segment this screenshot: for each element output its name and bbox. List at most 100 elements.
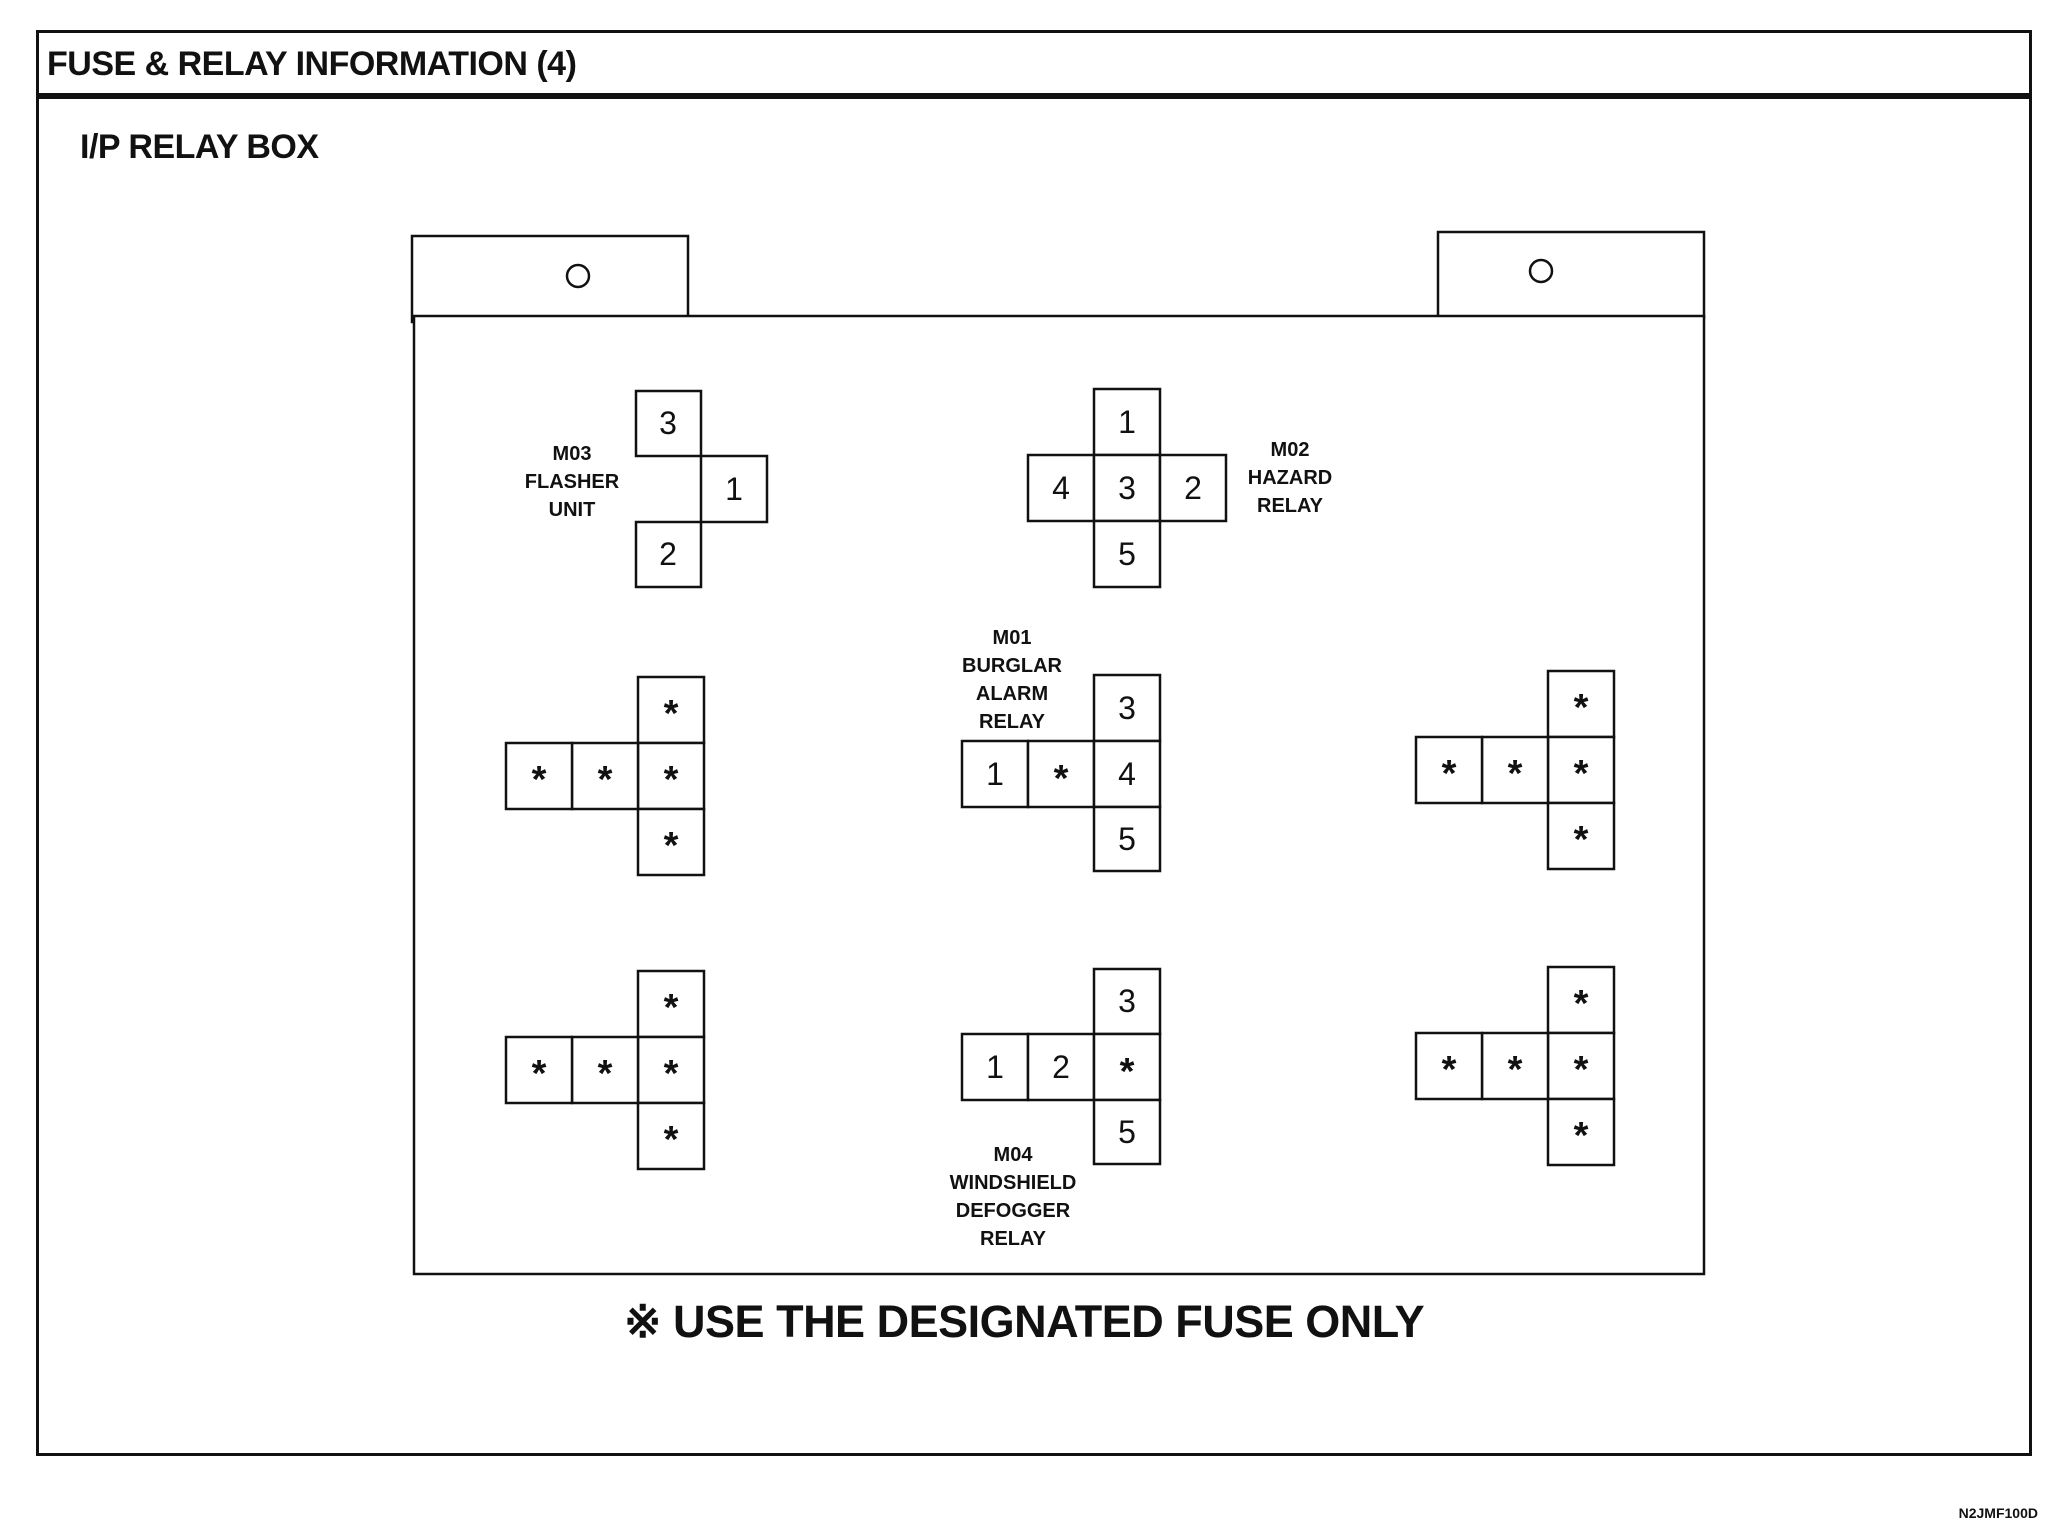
relay-name: UNIT — [549, 499, 596, 521]
terminal-box — [1092, 519, 1162, 589]
spare-relay-slot: * * * * * — [1414, 965, 1616, 1167]
terminal-box — [1414, 735, 1484, 805]
image-code: N2JMF100D — [1958, 1505, 2038, 1521]
terminal-box — [1092, 805, 1162, 873]
relay-m04-windshield-defogger-relay: 3 1 2 * 5 M04 WINDSHIELD DEFOGGER RELAY — [950, 967, 1162, 1250]
fuse-warning-note: ※ USE THE DESIGNATED FUSE ONLY — [0, 1295, 2048, 1348]
spare-terminal-mark: * — [1442, 753, 1457, 795]
relay-name: DEFOGGER — [956, 1200, 1071, 1222]
relay-code: M01 — [993, 627, 1032, 649]
spare-terminal-mark: * — [1508, 1049, 1523, 1091]
terminal-number: 3 — [1118, 470, 1136, 506]
spare-terminal-mark: * — [532, 759, 547, 801]
terminal-number: 2 — [659, 536, 677, 572]
spare-terminal-mark: * — [532, 1053, 547, 1095]
terminal-box — [1092, 739, 1162, 809]
terminal-box — [636, 969, 706, 1039]
terminal-box — [960, 1032, 1030, 1102]
terminal-number: 4 — [1118, 756, 1136, 792]
relay-name: RELAY — [979, 711, 1046, 733]
spare-terminal-mark: * — [1508, 753, 1523, 795]
terminal-number: 3 — [1118, 983, 1136, 1019]
relay-name: RELAY — [980, 1228, 1047, 1250]
mounting-tab-left — [410, 234, 690, 324]
terminal-box — [1026, 453, 1096, 523]
spare-terminal-mark: * — [1574, 983, 1589, 1025]
terminal-box — [1158, 453, 1228, 523]
page-title: FUSE & RELAY INFORMATION (4) — [47, 45, 577, 83]
relay-name: WINDSHIELD — [950, 1172, 1077, 1194]
spare-terminal-mark: * — [664, 1053, 679, 1095]
spare-relay-slot: ***** — [504, 675, 706, 877]
reference-mark-icon: ※ — [623, 1296, 662, 1347]
relay-m01-burglar-alarm-relay: 3 1 * 4 5 M01 BURGLAR ALARM RELAY — [960, 627, 1162, 873]
terminal-box — [699, 454, 769, 524]
relay-m02-hazard-relay: 1 4 3 2 5 M02 HAZARD RELAY — [1026, 387, 1332, 589]
header-bar: FUSE & RELAY INFORMATION (4) — [39, 33, 2029, 99]
relay-code: M04 — [994, 1144, 1034, 1166]
section-title: I/P RELAY BOX — [80, 128, 319, 166]
terminal-box — [1092, 453, 1162, 523]
terminal-box — [1480, 735, 1550, 805]
terminal-box — [1092, 673, 1162, 743]
terminal-number: 1 — [725, 471, 743, 507]
page-frame: FUSE & RELAY INFORMATION (4) — [36, 30, 2032, 1456]
spare-relay-slot: * * * * * — [504, 969, 706, 1171]
terminal-number: * — [1054, 758, 1069, 800]
terminal-box — [636, 741, 706, 811]
terminal-box — [570, 1035, 640, 1105]
spare-relay-slots: * * * * * * * * * * * * * * * * * * * * — [504, 669, 1616, 1171]
spare-terminal-mark: * — [1574, 1115, 1589, 1157]
relay-code: M02 — [1271, 439, 1310, 461]
spare-terminal-mark: * — [664, 759, 679, 801]
terminal-number: * — [1120, 1051, 1135, 1093]
relay-m03-flasher-unit: 3 1 2 M03 FLASHER UNIT — [525, 389, 769, 589]
terminal-box — [636, 675, 706, 745]
spare-terminal-mark: * — [664, 1119, 679, 1161]
terminal-box — [1414, 1031, 1484, 1101]
spare-terminal-mark: * — [664, 825, 679, 867]
mounting-hole-right-icon — [1528, 258, 1554, 284]
terminal-box — [1546, 801, 1616, 871]
terminal-number: 2 — [1184, 470, 1202, 506]
relay-name: HAZARD — [1248, 467, 1332, 489]
relay-name: ALARM — [976, 683, 1048, 705]
terminal-box — [570, 741, 640, 811]
terminal-box — [504, 1035, 574, 1105]
terminal-box — [1092, 1098, 1162, 1166]
terminal-box — [636, 807, 706, 877]
terminal-number: 5 — [1118, 536, 1136, 572]
terminal-number: 5 — [1118, 1114, 1136, 1150]
spare-terminal-mark: * — [1574, 1049, 1589, 1091]
terminal-number: 2 — [1052, 1049, 1070, 1085]
relay-name: FLASHER — [525, 471, 620, 493]
terminal-number: 3 — [659, 405, 677, 441]
terminal-number: 4 — [1052, 470, 1070, 506]
terminal-box — [504, 741, 574, 811]
spare-terminal-mark: * — [1442, 1049, 1457, 1091]
note-text: USE THE DESIGNATED FUSE ONLY — [673, 1296, 1425, 1347]
terminal-number: 1 — [1118, 404, 1136, 440]
terminal-number: 1 — [986, 756, 1004, 792]
spare-terminal-mark: * — [1574, 687, 1589, 729]
spare-terminal-mark: * — [1574, 819, 1589, 861]
terminal-number: 3 — [1118, 690, 1136, 726]
terminal-box — [1026, 1032, 1096, 1102]
relay-name: BURGLAR — [962, 655, 1063, 677]
spare-terminal-mark: * — [598, 1053, 613, 1095]
relay-code: M03 — [553, 443, 592, 465]
spare-terminal-mark: * — [664, 693, 679, 735]
terminal-box — [1092, 967, 1162, 1036]
mounting-tab-right — [1436, 230, 1706, 320]
terminal-box — [1546, 965, 1616, 1035]
terminal-box — [636, 1101, 706, 1171]
terminal-box — [634, 389, 703, 458]
terminal-box — [1546, 735, 1616, 805]
terminal-box — [1546, 1097, 1616, 1167]
mounting-hole-left-icon — [565, 263, 591, 289]
spare-relay-slot: ***** — [1414, 669, 1616, 871]
spare-terminal-mark: * — [664, 987, 679, 1029]
terminal-box — [634, 520, 703, 589]
terminal-box — [960, 739, 1030, 809]
